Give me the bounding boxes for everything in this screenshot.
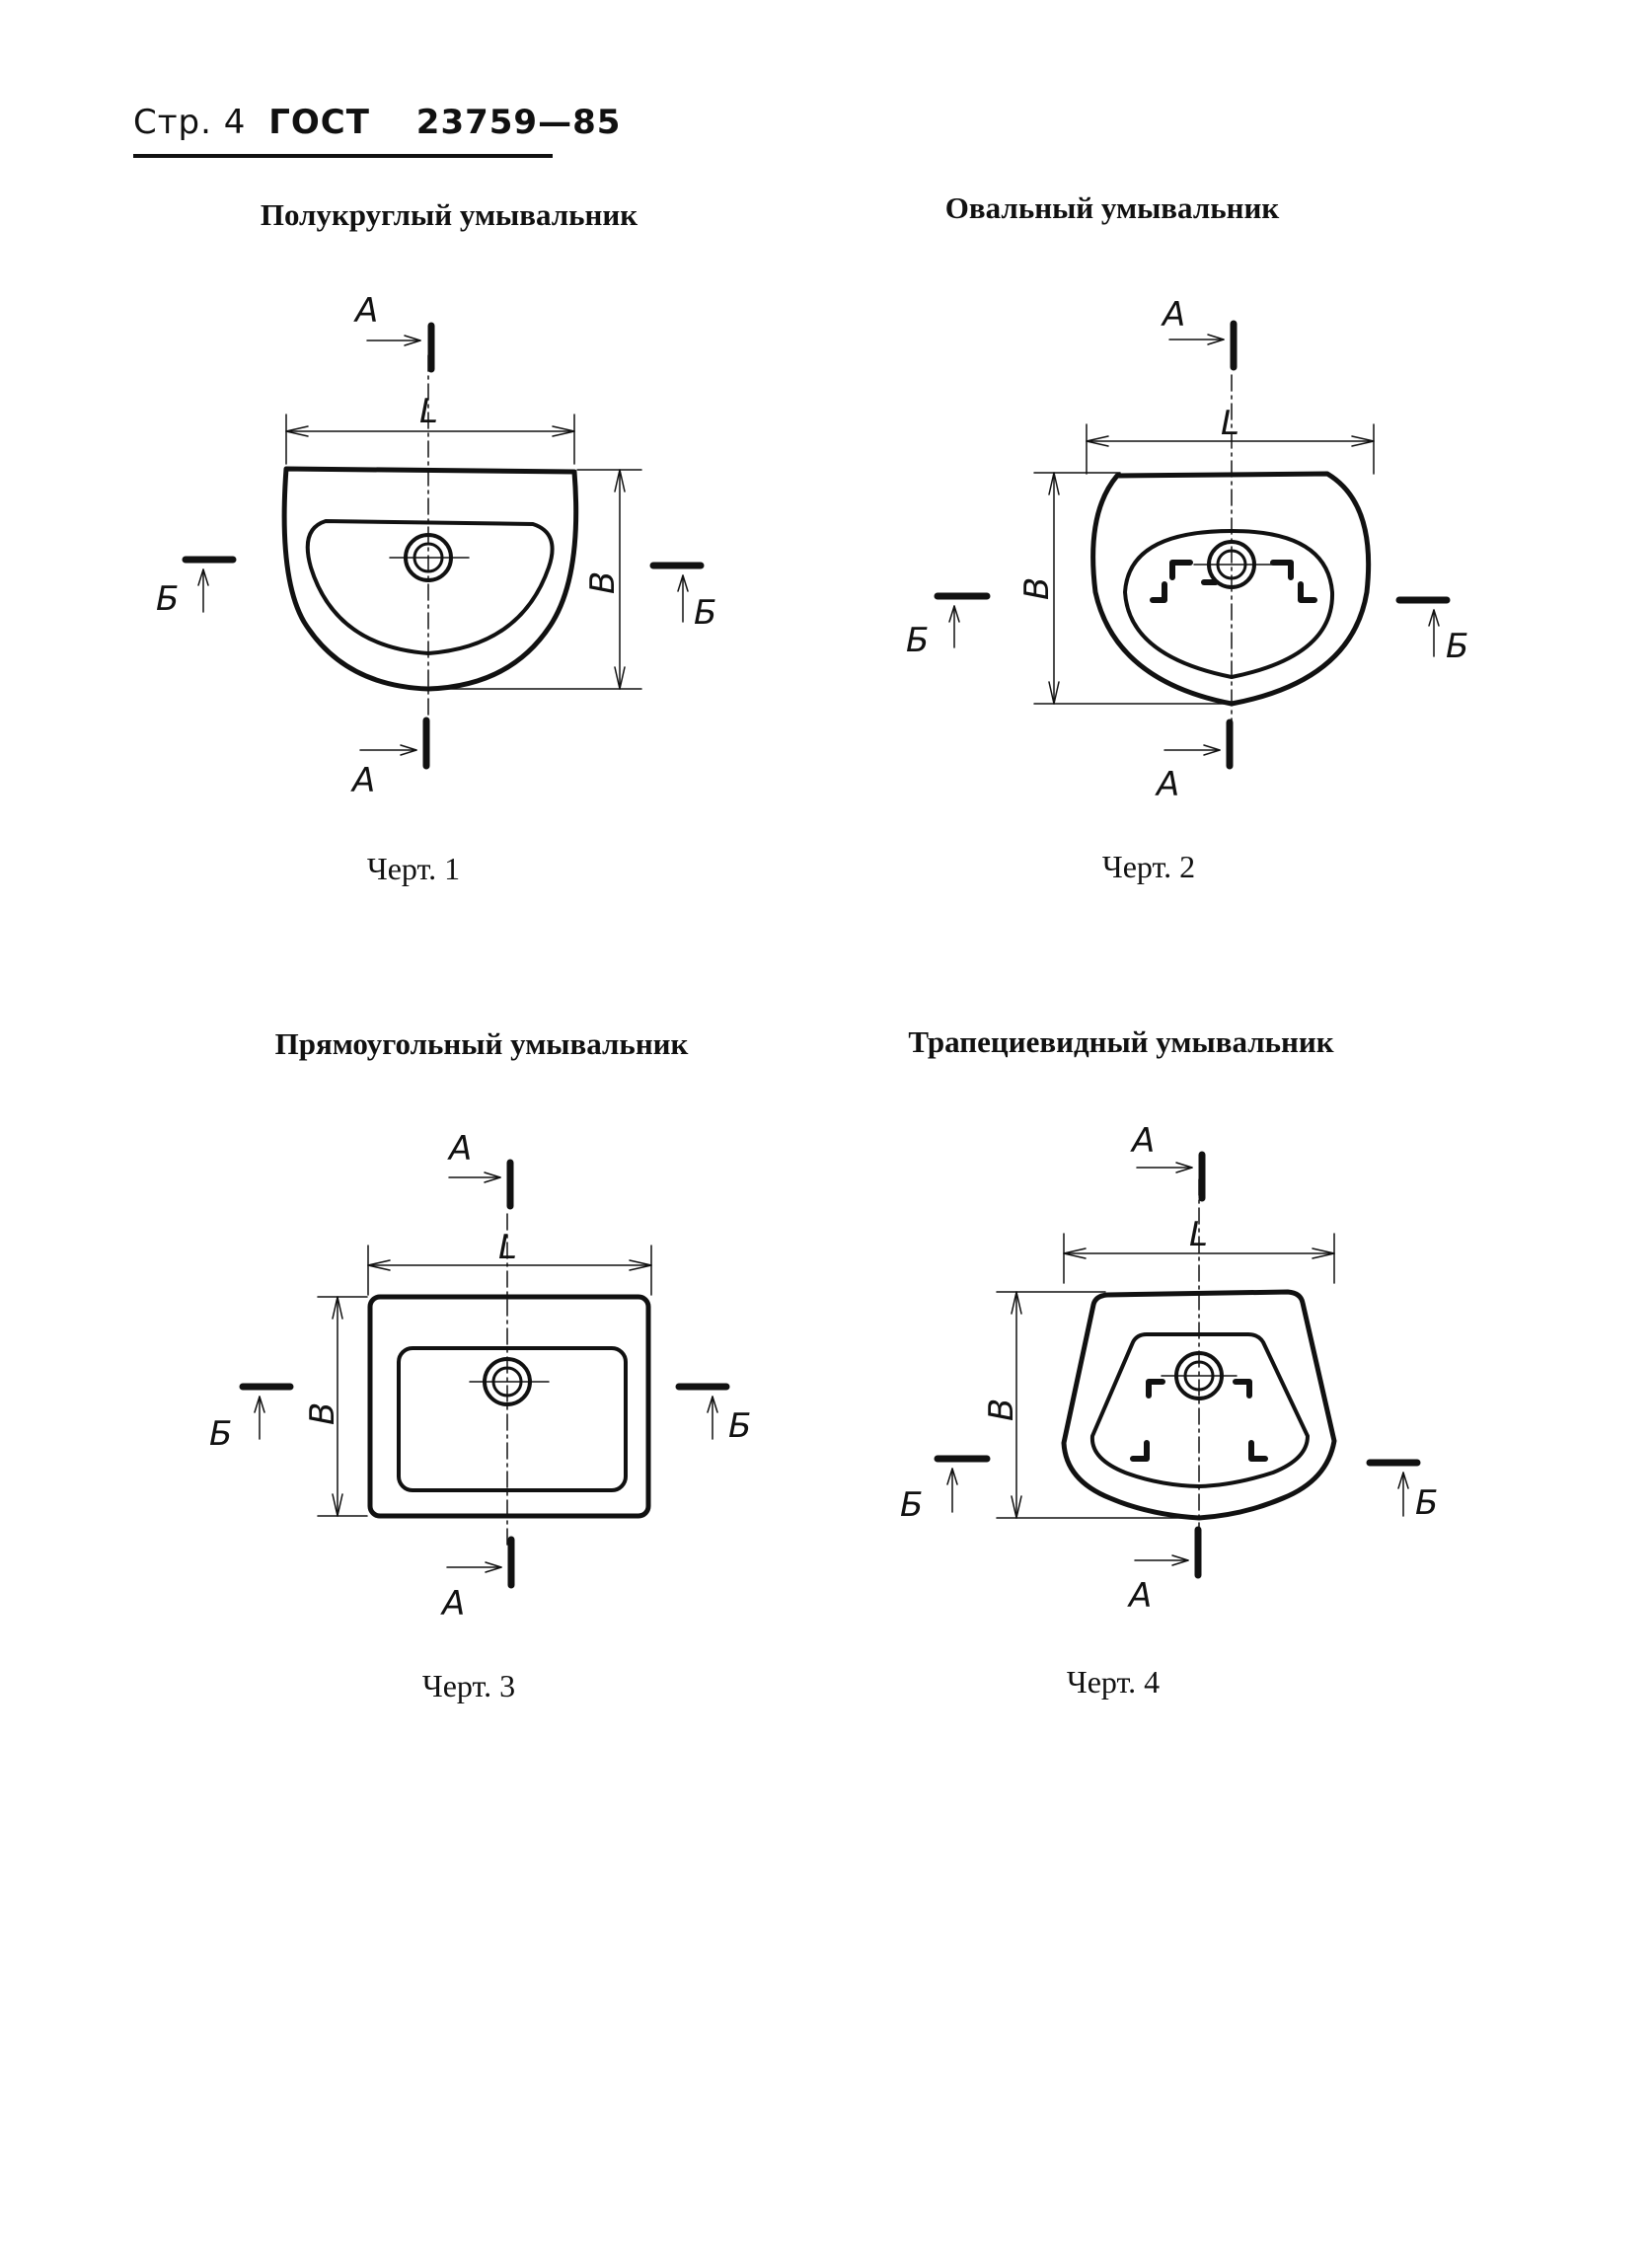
drawing-1-label-a-bottom: А (350, 761, 375, 800)
drawing-1-section-a-top-arrowhead (404, 335, 421, 346)
drawing-3-section-a-bottom-arrowhead (485, 1561, 502, 1573)
drawing-4-label-a-bottom: А (1127, 1576, 1152, 1616)
drawing-2-section-a-bottom-arrowhead (1203, 744, 1221, 756)
drawing-2-label-a-bottom: А (1155, 765, 1179, 804)
drawing-1-caption: Черт. 1 (366, 851, 461, 886)
drawing-1-l-arrows (285, 425, 575, 437)
drawing-3-section-b-left-arrowhead (254, 1396, 265, 1413)
drawing-4-mark-bottom-right (1248, 1440, 1268, 1462)
standard-number: 23759—85 (415, 103, 622, 142)
drawing-3-section-a-top-arrowhead (484, 1172, 501, 1183)
drawing-2-label-a-top: А (1161, 295, 1185, 335)
drawing-2-section-a-top-arrowhead (1207, 334, 1225, 345)
drawing-2-right-bracket (1270, 560, 1317, 603)
drawing-4-title: Трапециевидный умывальник (908, 1024, 1334, 1059)
drawing-1-section-b-right-arrowhead (677, 574, 689, 592)
drawing-3-outer-contour (367, 1294, 651, 1519)
drawing-3-section-b-right-arrowhead (707, 1396, 718, 1413)
drawing-2-l-arrows (1086, 435, 1375, 447)
page-number: Стр. 4 (133, 103, 247, 142)
drawing-3-label-b-right: Б (728, 1406, 751, 1446)
drawing-2-section-b-right-arrowhead (1428, 609, 1440, 627)
drawing-3-label-a-top: А (447, 1129, 472, 1169)
header-rule (133, 154, 553, 158)
drawing-4-section-a-top-arrowhead (1175, 1162, 1193, 1173)
drawing-1-label-l: L (419, 392, 438, 431)
drawing-4-label-a-top: А (1130, 1121, 1155, 1161)
drawing-4-section-a-bottom-arrowhead (1171, 1554, 1189, 1566)
drawing-4-section-b-left-arrowhead (946, 1468, 958, 1485)
drawing-1-label-b-right: Б (694, 593, 716, 633)
drawing-2-b-arrows (1048, 472, 1060, 705)
drawing-2-label-b-left: Б (906, 621, 929, 660)
drawing-2-caption: Черт. 2 (1101, 849, 1196, 884)
drawing-1-label-a-top: А (353, 291, 378, 331)
drawing-1-label-b-dimension: B (583, 571, 623, 594)
drawing-4-section-b-right-arrowhead (1397, 1472, 1409, 1489)
standard-name: ГОСТ (268, 103, 370, 142)
drawing-2-bowl (1123, 529, 1335, 679)
drawing-2-outer-contour (1090, 471, 1372, 707)
drawing-1-section-b-left-arrowhead (197, 568, 209, 586)
page-header: Стр. 4 ГОСТ 23759—85 (133, 103, 621, 142)
drawing-4-outer-contour (1061, 1289, 1337, 1521)
drawing-4-label-l: L (1189, 1215, 1208, 1254)
drawing-4-label-b-dimension: B (982, 1399, 1021, 1421)
drawing-3-label-l: L (498, 1228, 517, 1267)
drawing-2-label-b-dimension: B (1017, 577, 1057, 600)
drawing-1-b-arrows (614, 469, 626, 690)
drawing-3-l-arrows (367, 1259, 652, 1271)
drawing-3-b-arrows (332, 1296, 343, 1517)
drawing-2-label-b-right: Б (1446, 627, 1468, 666)
drawing-1-section-a-bottom-arrowhead (400, 744, 417, 756)
drawing-3-bowl (397, 1346, 628, 1492)
drawing-4-b-arrows (1011, 1291, 1022, 1519)
drawing-4-label-b-right: Б (1415, 1483, 1438, 1523)
drawing-2-title: Овальный умывальник (944, 190, 1280, 225)
drawing-3-label-a-bottom: А (440, 1584, 465, 1624)
drawing-2-left-bracket (1150, 560, 1193, 603)
drawing-3-caption: Черт. 3 (421, 1668, 516, 1703)
drawing-4-bowl (1089, 1332, 1310, 1488)
drawing-4-mark-top-right (1233, 1379, 1252, 1399)
drawing-2-label-l: L (1221, 404, 1239, 443)
drawing-3-title: Прямоугольный умывальник (274, 1026, 689, 1061)
drawing-4-mark-top-left (1146, 1379, 1165, 1399)
drawing-1-label-b-left: Б (156, 579, 179, 619)
drawing-1-outer-contour (281, 466, 579, 692)
drawing-4-l-arrows (1063, 1247, 1335, 1259)
drawing-3-label-b-dimension: B (303, 1402, 342, 1425)
drawing-4-caption: Черт. 4 (1066, 1664, 1161, 1700)
drawing-2-section-b-left-arrowhead (948, 605, 960, 623)
drawing-4-label-b-left: Б (900, 1485, 923, 1525)
drawing-4-mark-bottom-left (1130, 1440, 1150, 1462)
drawing-1-bowl (305, 519, 555, 655)
drawing-1-title: Полукруглый умывальник (260, 197, 638, 232)
drawing-3-label-b-left: Б (209, 1414, 232, 1454)
